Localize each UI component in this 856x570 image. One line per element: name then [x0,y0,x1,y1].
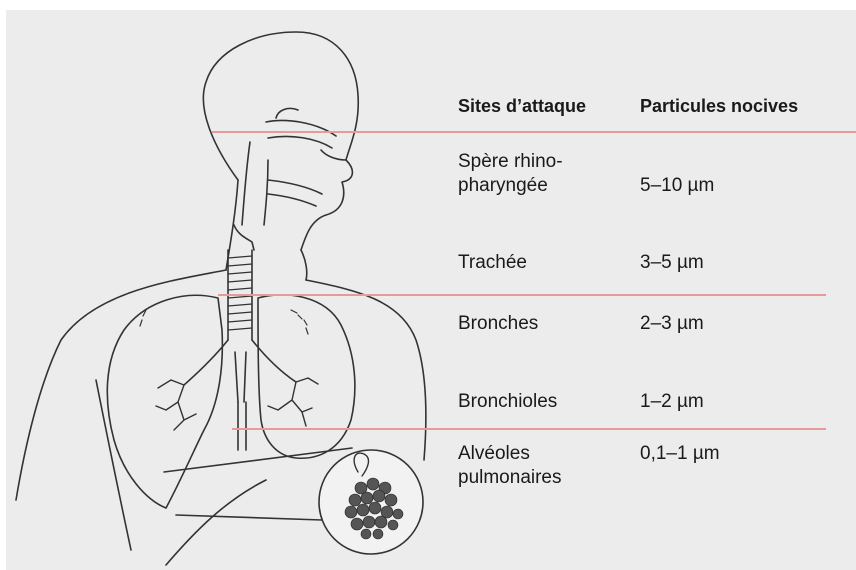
particle-size: 2–3 µm [640,312,704,336]
site-label: Trachée [458,251,527,275]
pharynx [242,142,268,225]
level-rule-nasopharynx [212,131,856,133]
particle-size: 3–5 µm [640,251,704,275]
diagram-panel: Sites d’attaque Particules nocives Spère… [6,10,856,570]
site-label: Spère rhino- pharyngée [458,150,563,198]
torso-outline [16,270,226,500]
bronchi [184,340,296,385]
nasal-cavity [266,108,336,148]
level-rule-alveoli [232,428,826,430]
particle-size: 5–10 µm [640,174,714,198]
head-outline [203,32,358,250]
site-label: Bronches [458,312,538,336]
site-label: Bronchioles [458,390,557,414]
header-sites: Sites d’attaque [458,94,586,118]
nose-outline [321,150,346,160]
level-rule-trachea [218,294,826,296]
header-particles: Particules nocives [640,94,798,118]
particle-size: 0,1–1 µm [640,442,720,466]
right-lung [258,295,355,458]
particle-size: 1–2 µm [640,390,704,414]
site-label: Alvéoles pulmonaires [458,442,562,490]
left-lung [107,295,222,508]
